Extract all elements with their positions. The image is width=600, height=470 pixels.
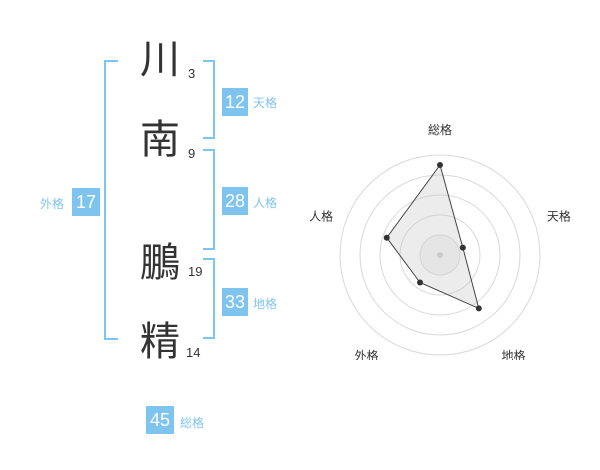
radar-axis-label-4: 外格 — [355, 348, 379, 360]
jinkaku-value: 28 — [222, 187, 248, 215]
stroke-count-2: 9 — [188, 146, 196, 161]
radar-point-1 — [437, 162, 443, 168]
stroke-count-3: 19 — [188, 264, 203, 279]
radar-ring-5 — [339, 154, 541, 356]
radar-ring-4 — [359, 174, 521, 336]
radar-center-dot — [437, 252, 443, 258]
gaikaku-value: 17 — [72, 188, 100, 216]
tenkaku-bracket — [203, 60, 215, 139]
radar-axis-label-3: 地格 — [501, 348, 525, 360]
name-char-4: 精 — [140, 319, 180, 365]
radar-axis-label-2: 天格 — [547, 208, 571, 223]
jinkaku-bracket — [203, 149, 215, 250]
name-char-2: 南 — [140, 117, 180, 163]
chikaku-value: 33 — [222, 288, 248, 316]
chikaku-label: 地格 — [253, 297, 278, 311]
stroke-count-4: 14 — [186, 345, 201, 360]
name-char-3: 鵬 — [140, 240, 180, 286]
gaikaku-bracket — [104, 60, 118, 340]
radar-ring-3 — [379, 194, 501, 316]
radar-point-4 — [417, 279, 424, 286]
soukaku-value: 45 — [146, 406, 174, 434]
radar-axis-label-5: 人格 — [309, 208, 333, 223]
radar-series-polygon — [386, 163, 480, 310]
tenkaku-value: 12 — [222, 88, 248, 116]
tenkaku-label: 天格 — [253, 96, 278, 110]
radar-point-2 — [459, 244, 466, 251]
name-char-1: 川 — [140, 37, 180, 83]
stroke-count-1: 3 — [188, 66, 196, 81]
radar-axis-label-1: 総格 — [428, 122, 452, 137]
gaikaku-label: 外格 — [40, 197, 65, 211]
chikaku-bracket — [203, 258, 215, 339]
jinkaku-label: 人格 — [253, 196, 278, 210]
radar-point-5 — [383, 234, 390, 241]
radar-point-3 — [475, 305, 482, 312]
soukaku-label: 総格 — [180, 416, 205, 430]
